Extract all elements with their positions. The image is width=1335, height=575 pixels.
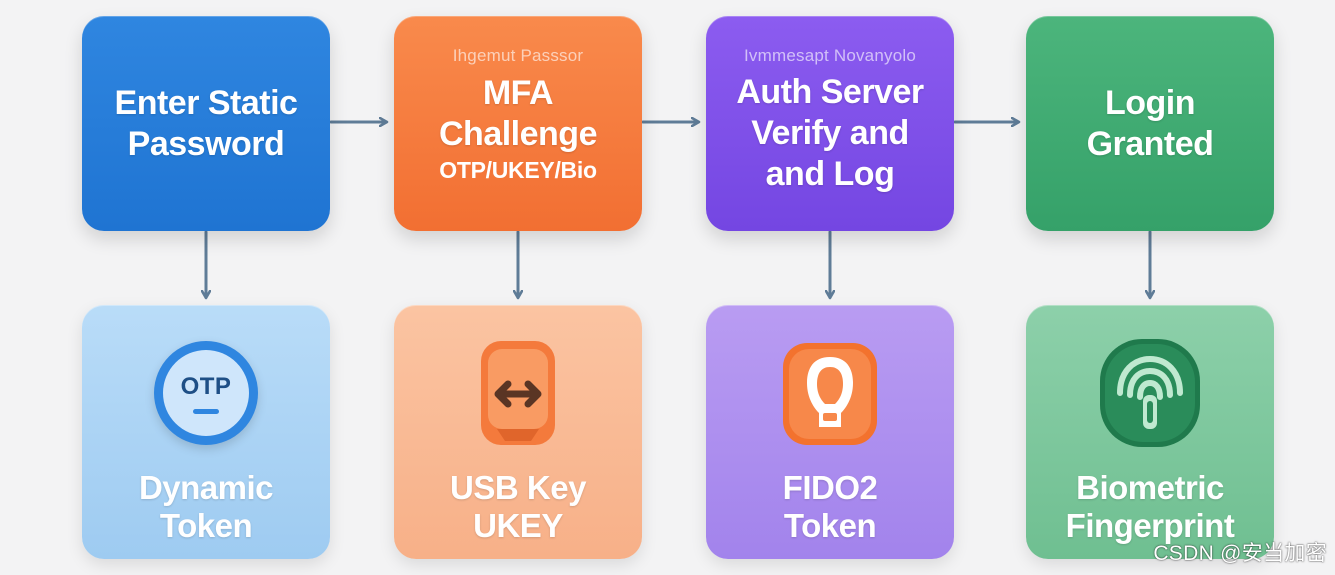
step-auth-server-verify: Ivmmesapt Novanyolo Auth Server Verify a… bbox=[706, 16, 954, 231]
factor-label: FIDO2 Token bbox=[782, 469, 878, 544]
usb-key-icon bbox=[463, 335, 573, 451]
factor-usb-key: USB Key UKEY bbox=[394, 305, 642, 559]
factor-biometric-fingerprint: Biometric Fingerprint bbox=[1026, 305, 1274, 559]
otp-token-icon: OTP bbox=[151, 335, 261, 451]
otp-icon-text: OTP bbox=[180, 372, 232, 400]
step-enter-static-password: Enter Static Password bbox=[82, 16, 330, 231]
step-subtitle: OTP/UKEY/Bio bbox=[439, 157, 597, 183]
step-login-granted: Login Granted bbox=[1026, 16, 1274, 231]
factor-label: Biometric Fingerprint bbox=[1065, 469, 1235, 544]
fingerprint-icon bbox=[1095, 335, 1205, 451]
step-title: Login Granted bbox=[1086, 83, 1214, 163]
step-caption: Ihgemut Passsor bbox=[452, 46, 584, 65]
step-mfa-challenge: Ihgemut Passsor MFA Challenge OTP/UKEY/B… bbox=[394, 16, 642, 231]
factor-label: USB Key UKEY bbox=[450, 469, 586, 544]
csdn-watermark: CSDN @安当加密 bbox=[1153, 542, 1327, 565]
step-caption: Ivmmesapt Novanyolo bbox=[744, 46, 916, 65]
factor-dynamic-token: OTP Dynamic Token bbox=[82, 305, 330, 559]
factor-label: Dynamic Token bbox=[138, 469, 274, 544]
factor-fido2-token: FIDO2 Token bbox=[706, 305, 954, 559]
fido2-key-icon bbox=[775, 335, 885, 451]
step-title: Auth Server Verify and and Log bbox=[736, 73, 924, 193]
step-title: MFA Challenge bbox=[439, 74, 597, 153]
step-title: Enter Static Password bbox=[114, 83, 298, 163]
